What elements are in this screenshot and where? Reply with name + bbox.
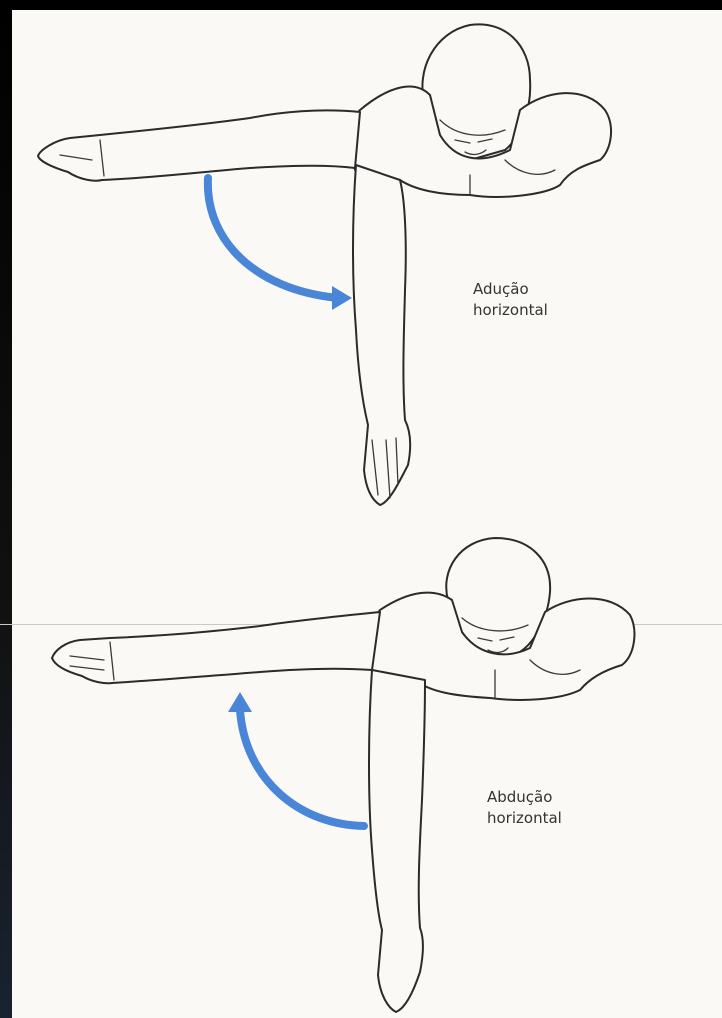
adduction-label-line2: horizontal bbox=[473, 300, 548, 321]
adduction-figure bbox=[0, 0, 722, 520]
adduction-label-line1: Adução bbox=[473, 279, 548, 300]
adduction-label: Adução horizontal bbox=[473, 279, 548, 321]
abduction-label-line1: Abdução bbox=[487, 787, 562, 808]
abduction-label-line2: horizontal bbox=[487, 808, 562, 829]
abduction-figure bbox=[0, 520, 722, 1018]
abduction-label: Abdução horizontal bbox=[487, 787, 562, 829]
abduction-arrow bbox=[240, 710, 364, 826]
adduction-arrow bbox=[208, 178, 338, 298]
